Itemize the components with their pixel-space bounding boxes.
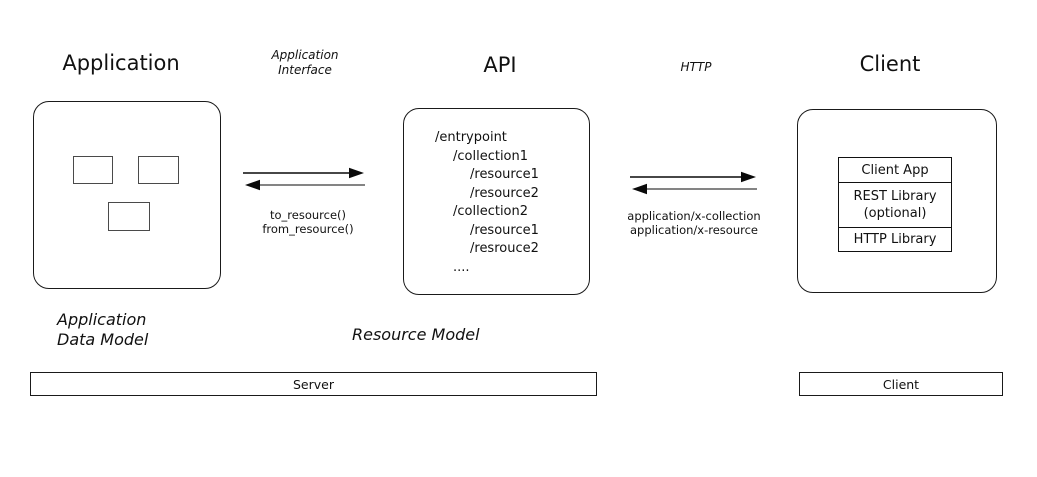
to-resource-label: to_resource() bbox=[269, 208, 346, 222]
resource-model-label: Resource Model bbox=[352, 325, 480, 344]
application-data-model-label: Application Data Model bbox=[57, 310, 148, 350]
tree-collection2-resource1: /resource1 bbox=[470, 222, 539, 238]
app-to-api-arrow-right-icon bbox=[243, 167, 364, 179]
rest-library-label: REST Library bbox=[853, 189, 937, 204]
tree-collection1-resource2: /resource2 bbox=[470, 185, 539, 201]
api-heading: API bbox=[483, 53, 517, 77]
tree-entrypoint: /entrypoint bbox=[435, 130, 507, 145]
application-box bbox=[33, 101, 221, 289]
app-api-call-labels: to_resource() from_resource() bbox=[238, 208, 378, 236]
api-client-media-type-labels: application/x-collection application/x-r… bbox=[614, 209, 774, 237]
application-heading: Application bbox=[62, 51, 180, 75]
tree-ellipsis: .... bbox=[453, 259, 470, 275]
http-library-layer: HTTP Library bbox=[838, 227, 952, 252]
api-to-client-arrow-right-icon bbox=[630, 171, 756, 183]
x-resource-label: application/x-resource bbox=[629, 222, 758, 237]
api-to-app-arrow-left-icon bbox=[245, 179, 365, 191]
client-bar: Client bbox=[799, 372, 1003, 396]
http-label: HTTP bbox=[680, 60, 712, 74]
client-app-layer: Client App bbox=[838, 157, 952, 183]
server-bar: Server bbox=[30, 372, 597, 396]
api-resource-tree: /entrypoint /collection1 /resource1 /res… bbox=[435, 129, 539, 277]
server-bar-label: Server bbox=[293, 376, 334, 392]
application-data-model-line2: Data Model bbox=[57, 330, 149, 349]
tree-collection2: /collection2 bbox=[453, 204, 529, 219]
application-data-model-line1: Application bbox=[57, 310, 147, 329]
data-model-rect-b bbox=[138, 156, 179, 184]
rest-library-optional-label: (optional) bbox=[863, 206, 927, 221]
x-collection-label: application/x-collection bbox=[627, 209, 761, 223]
from-resource-label: from_resource() bbox=[262, 221, 354, 236]
application-interface-label: Application Interface bbox=[235, 48, 375, 78]
rest-library-layer: REST Library (optional) bbox=[838, 182, 952, 228]
application-interface-label-line2: Interface bbox=[278, 63, 332, 77]
tree-collection2-resource2: /resrouce2 bbox=[470, 241, 539, 256]
tree-collection1: /collection1 bbox=[453, 148, 529, 164]
application-interface-label-line1: Application bbox=[271, 48, 339, 62]
client-bar-label: Client bbox=[882, 376, 920, 392]
api-box bbox=[403, 108, 590, 295]
client-to-api-arrow-left-icon bbox=[632, 183, 757, 195]
tree-collection1-resource1: /resource1 bbox=[470, 167, 539, 182]
data-model-rect-a bbox=[73, 156, 113, 184]
data-model-rect-c bbox=[108, 202, 150, 231]
client-heading: Client bbox=[859, 52, 921, 76]
